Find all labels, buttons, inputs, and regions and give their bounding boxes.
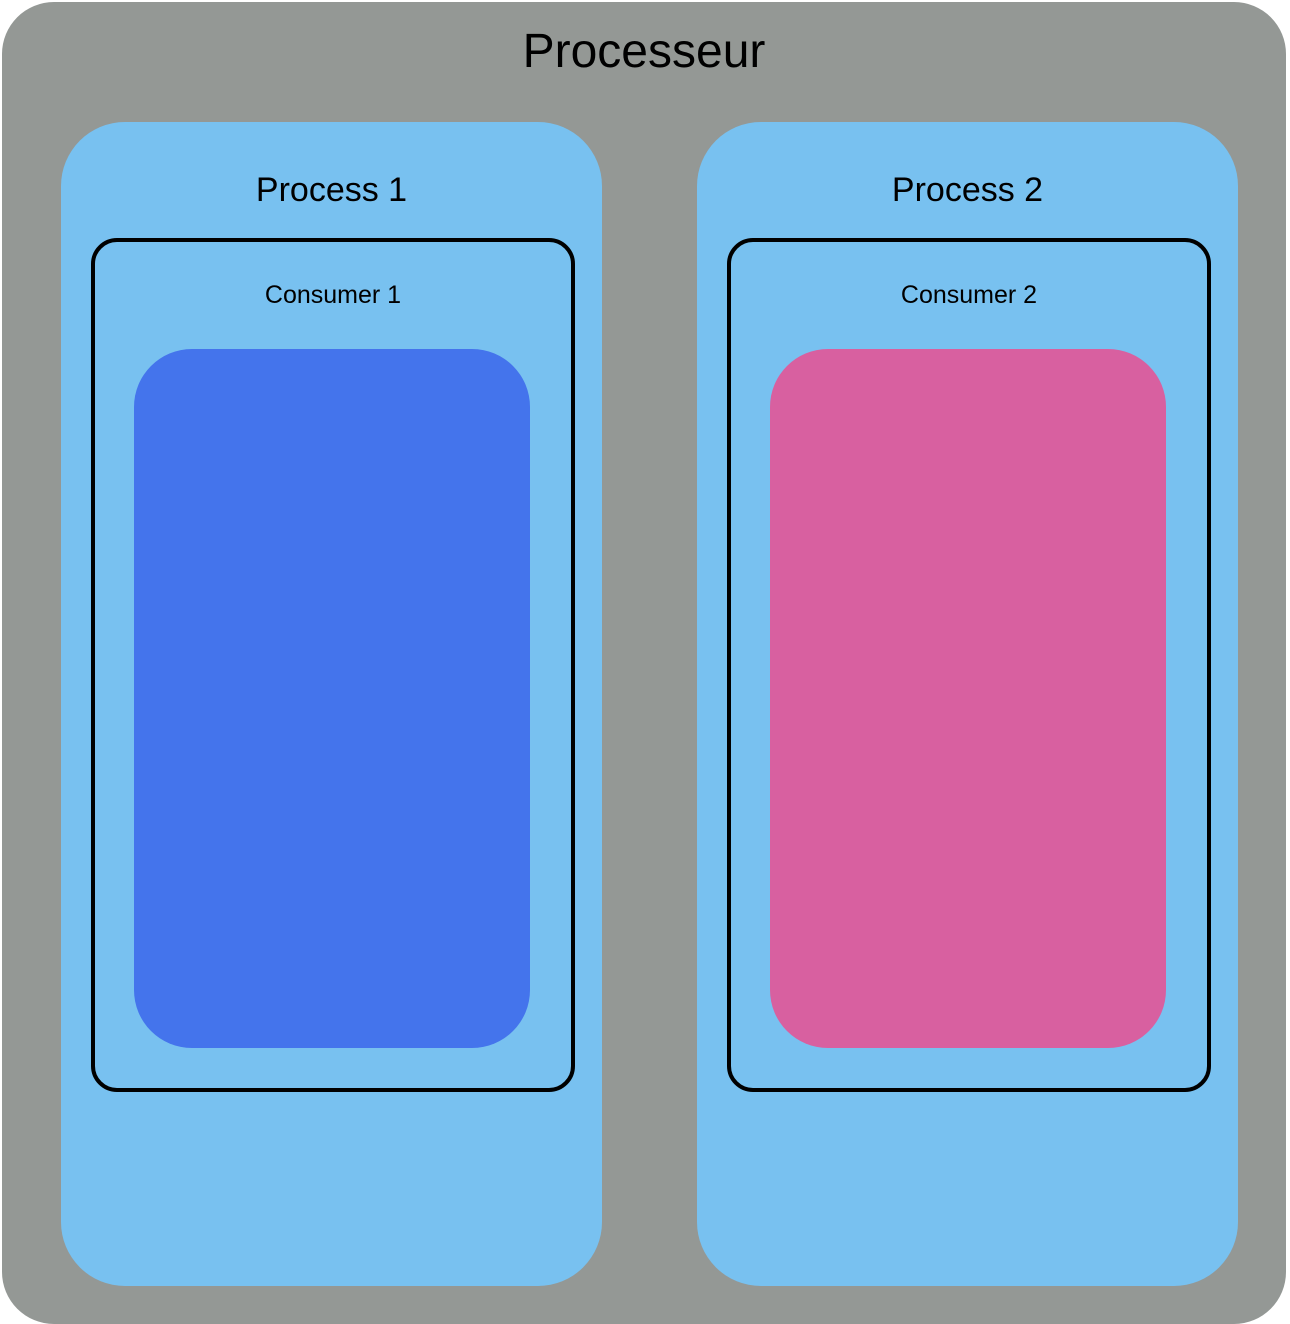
consumer-2-box: Consumer 2 [727,238,1211,1092]
consumer-1-block [134,349,530,1048]
consumer-1-title: Consumer 1 [264,281,402,309]
processor-title: Processeur [522,25,766,78]
process-1-box: Process 1 Consumer 1 [61,122,602,1286]
process-2-box: Process 2 Consumer 2 [697,122,1238,1286]
consumer-1-box: Consumer 1 [91,238,575,1092]
consumer-2-title: Consumer 2 [900,281,1038,309]
process-2-title: Process 2 [891,171,1044,209]
process-1-title: Process 1 [255,171,408,209]
consumer-2-block [770,349,1166,1048]
